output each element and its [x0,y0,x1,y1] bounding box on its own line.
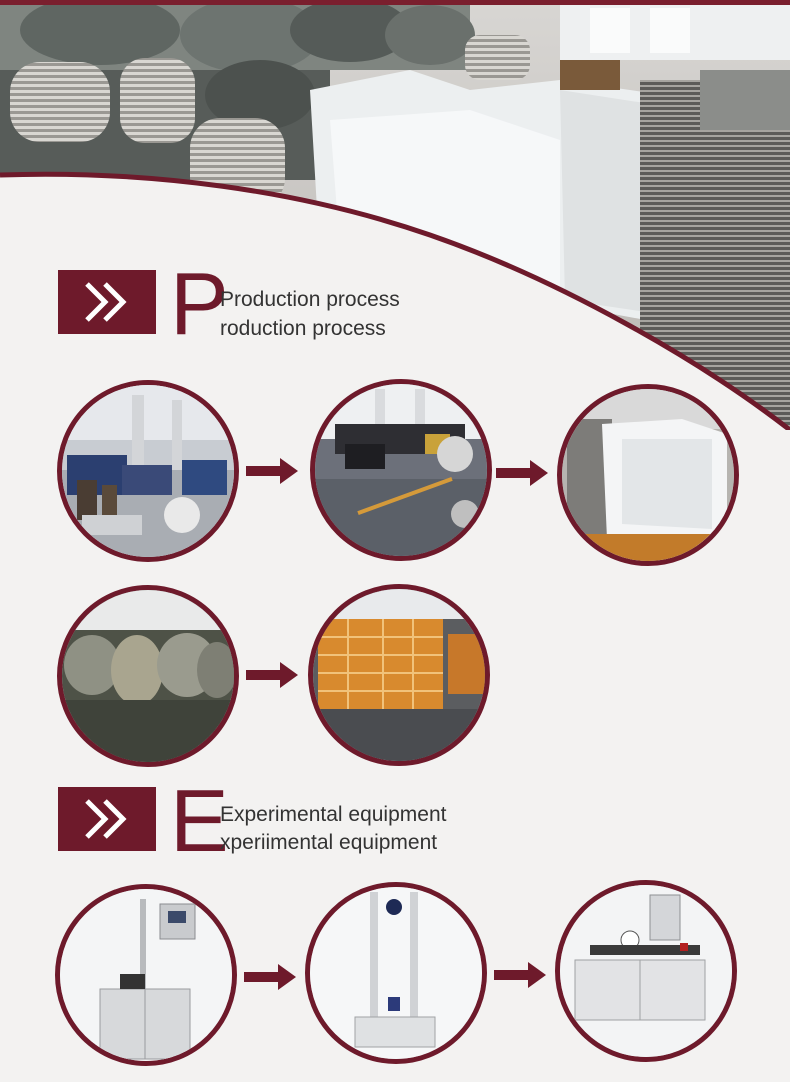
production-section-header: P Production process roduction process [58,260,478,348]
section-initial-letter: E [170,771,229,870]
packed-cartons-photo [308,584,490,766]
right-arrow-icon [246,458,298,484]
drop-tester-photo [305,882,487,1064]
top-border [0,0,790,5]
section-initial-letter: P [170,254,229,353]
double-chevron-icon [58,270,156,334]
production-line-photo [310,379,492,561]
right-arrow-icon [244,964,296,990]
pressure-test-rig-photo [555,880,737,1062]
section-subtitle: xperiimental equipment [220,831,438,854]
right-arrow-icon [246,662,298,688]
warehouse-banner-image [0,0,790,430]
workshop-photo [57,380,239,562]
section-title: Experimental equipment [220,803,447,826]
right-arrow-icon [494,962,546,988]
section-subtitle: roduction process [220,317,386,340]
wrapped-hoses-photo [557,384,739,566]
bagged-hoses-photo [57,585,239,767]
double-chevron-icon [58,787,156,851]
test-machine-photo [55,884,237,1066]
right-arrow-icon [496,460,548,486]
experimental-section-header: E Experimental equipment xperiimental eq… [58,777,478,865]
section-title: Production process [220,288,400,311]
